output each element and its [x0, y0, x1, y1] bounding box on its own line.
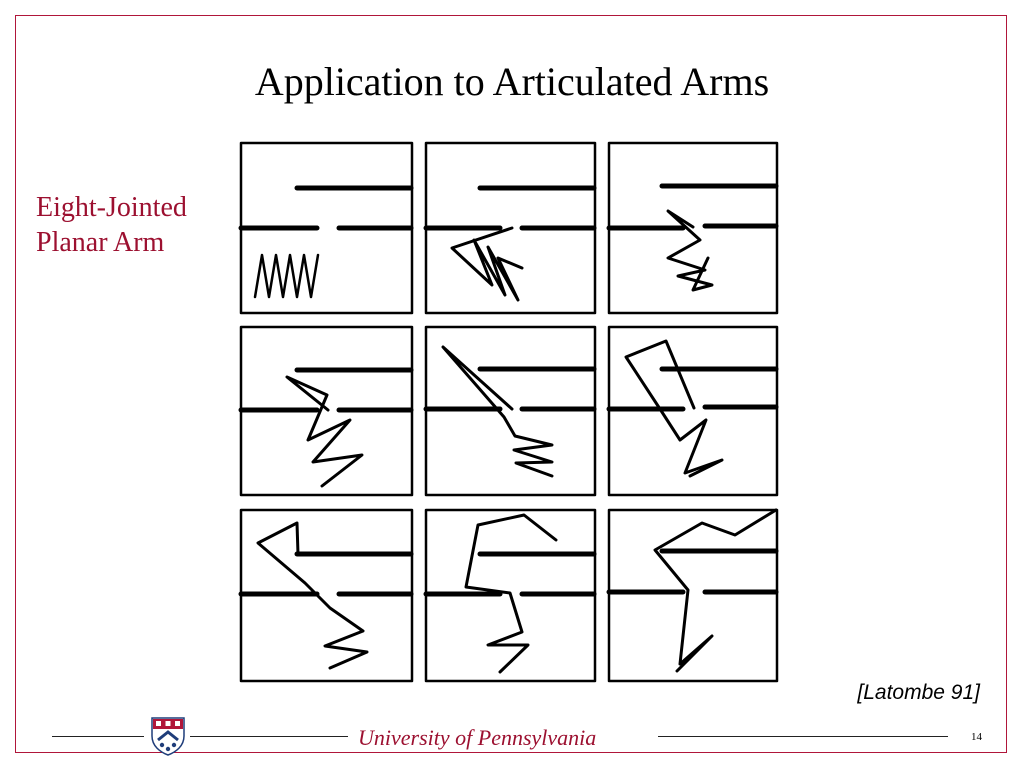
arm-label-line-2: Planar Arm — [36, 227, 165, 258]
panel-1 — [238, 141, 414, 315]
panel-4 — [238, 325, 414, 497]
page-number: 14 — [971, 731, 982, 743]
footer-rule-left — [52, 736, 144, 737]
panel-6 — [606, 325, 779, 497]
panel-9 — [606, 508, 779, 683]
footer-rule-middle — [190, 736, 348, 737]
panel-7 — [238, 508, 414, 683]
footer-university-name: University of Pennsylvania — [358, 725, 597, 750]
slide-frame — [15, 15, 1007, 753]
slide-title: Application to Articulated Arms — [254, 59, 770, 104]
arm-label: Eight-Jointed Planar Arm — [36, 190, 187, 260]
panel-5 — [423, 325, 597, 497]
citation: [Latombe 91] — [857, 681, 980, 704]
panel-2 — [423, 141, 597, 315]
panel-3 — [606, 141, 779, 315]
footer-rule-right — [658, 736, 948, 737]
arm-label-line-1: Eight-Jointed — [36, 192, 187, 223]
penn-shield-icon — [151, 717, 185, 756]
panel-8 — [423, 508, 597, 683]
